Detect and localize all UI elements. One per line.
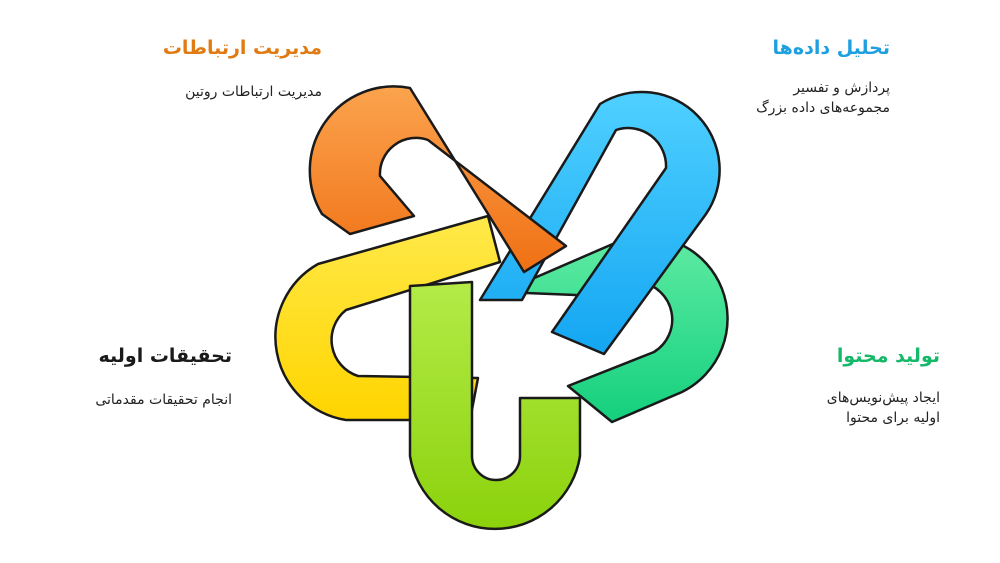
content-creation-title: تولید محتوا [836, 345, 940, 367]
data-analysis-desc-line: پردازش و تفسیر [793, 80, 890, 96]
data-analysis-title: تحلیل داده‌ها [772, 37, 890, 59]
loop-yellow [274, 214, 502, 422]
content-creation-desc-line: ایجاد پیش‌نویس‌های [826, 390, 940, 406]
content-creation-block: تولید محتوا ایجاد پیش‌نویس‌های اولیه برا… [760, 344, 940, 428]
data-analysis-desc-line: مجموعه‌های داده بزرگ [756, 100, 890, 116]
communication-title: مدیریت ارتباطات [162, 37, 322, 59]
content-creation-desc: ایجاد پیش‌نویس‌های اولیه برای محتوا [760, 388, 940, 428]
research-block: تحقیقات اولیه انجام تحقیقات مقدماتی [12, 344, 232, 410]
communication-block: مدیریت ارتباطات مدیریت ارتباطات روتین [82, 36, 322, 102]
research-desc: انجام تحقیقات مقدماتی [12, 390, 232, 410]
loop-lime [408, 280, 582, 531]
communication-desc-line: مدیریت ارتباطات روتین [185, 84, 322, 100]
data-analysis-block: تحلیل داده‌ها پردازش و تفسیر مجموعه‌های … [690, 36, 890, 118]
loop-orange [308, 85, 568, 274]
research-desc-line: انجام تحقیقات مقدماتی [95, 392, 232, 408]
data-analysis-desc: پردازش و تفسیر مجموعه‌های داده بزرگ [690, 78, 890, 118]
content-creation-desc-line: اولیه برای محتوا [846, 410, 940, 426]
communication-desc: مدیریت ارتباطات روتین [82, 82, 322, 102]
research-title: تحقیقات اولیه [98, 345, 232, 367]
